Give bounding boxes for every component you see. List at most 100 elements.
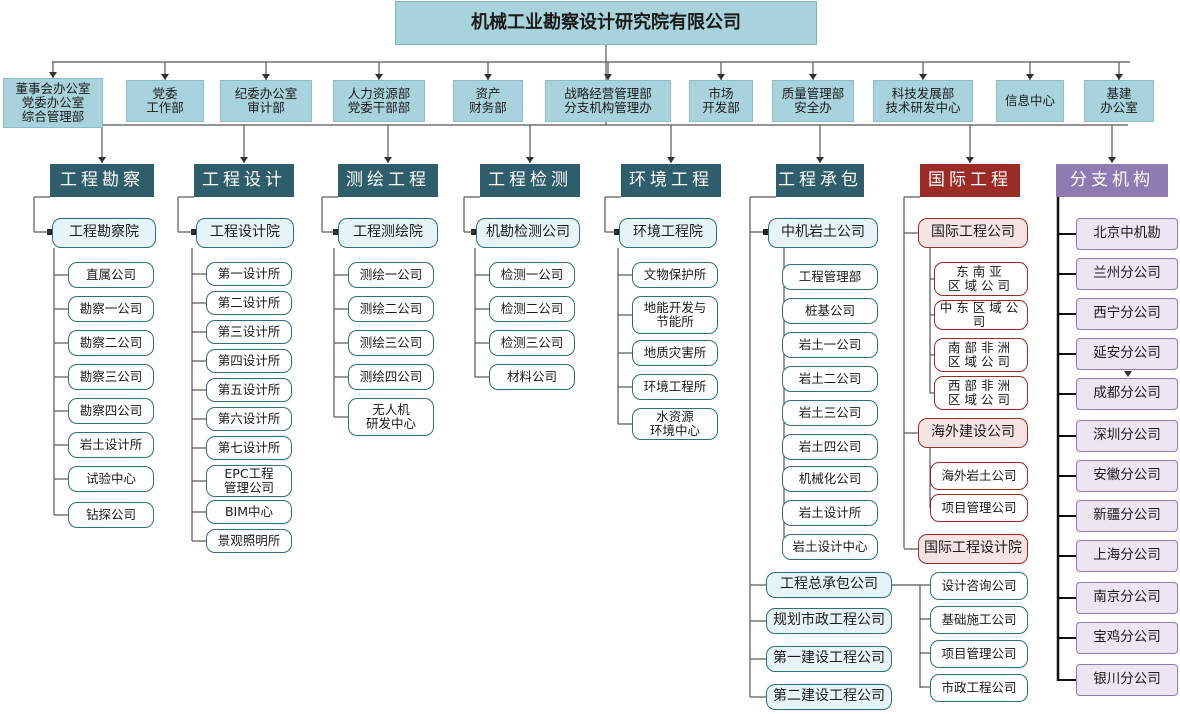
leaf-box: 测绘四公司 [348, 364, 434, 390]
leaf-box: 文物保护所 [632, 262, 718, 288]
division-arrow-icon [240, 157, 248, 163]
leaf-box: 试验中心 [68, 466, 154, 492]
unit-box: 工程总承包公司 [766, 572, 892, 598]
branch-box: 北京中机勘 [1076, 218, 1178, 250]
department-box: 纪委办公室 审计部 [220, 80, 312, 122]
leaf-box: 勘察二公司 [68, 330, 154, 356]
division-arrow-icon [526, 157, 534, 163]
department-box: 科技发展部 技术研发中心 [873, 80, 973, 122]
division-header: 国际工程 [920, 164, 1020, 197]
leaf-box: 第五设计所 [206, 378, 292, 402]
branch-box: 宝鸡分公司 [1076, 622, 1178, 654]
leaf-box: 第七设计所 [206, 436, 292, 460]
leaf-box: 地质灾害所 [632, 340, 718, 366]
leaf-box: 工程管理部 [782, 264, 878, 290]
branch-box: 西宁分公司 [1076, 298, 1178, 330]
leaf-box: EPC工程 管理公司 [206, 465, 292, 497]
leaf-box: 勘察四公司 [68, 398, 154, 424]
unit-box: 国际工程设计院 [918, 534, 1028, 564]
leaf-box: 第三设计所 [206, 320, 292, 344]
division-header: 工程勘察 [50, 164, 154, 197]
leaf-box: 岩土设计所 [782, 500, 878, 526]
division-header: 工程设计 [194, 164, 294, 197]
department-box: 信息中心 [996, 80, 1064, 122]
division-arrow-icon [98, 157, 106, 163]
leaf-box: 项目管理公司 [930, 640, 1028, 668]
leaf-box: 直属公司 [68, 262, 154, 288]
unit-box: 第一建设工程公司 [766, 646, 892, 672]
branch-box: 新疆分公司 [1076, 500, 1178, 532]
leaf-box: 项目管理公司 [930, 494, 1028, 522]
leaf-box: 岩土设计所 [68, 432, 154, 458]
branch-box: 上海分公司 [1076, 540, 1178, 572]
department-box: 董事会办公室 党委办公室 综合管理部 [3, 78, 103, 128]
branch-box: 延安分公司 [1076, 338, 1178, 370]
leaf-box: 第四设计所 [206, 349, 292, 373]
leaf-box: 钻探公司 [68, 502, 154, 528]
unit-box: 工程设计院 [196, 218, 294, 248]
department-box: 资产 财务部 [453, 80, 523, 122]
department-box: 党委 工作部 [126, 80, 204, 122]
leaf-box: 勘察一公司 [68, 296, 154, 322]
leaf-box: 西部非洲 区域公司 [934, 376, 1028, 410]
root-company-title: 机械工业勘察设计研究院有限公司 [395, 1, 817, 45]
unit-box: 中机岩土公司 [768, 218, 878, 248]
leaf-box: 检测三公司 [489, 330, 575, 356]
branch-box: 南京分公司 [1076, 582, 1178, 614]
leaf-box: 景观照明所 [206, 529, 292, 553]
leaf-box: 地能开发与 节能所 [632, 296, 718, 334]
leaf-box: 基础施工公司 [930, 606, 1028, 634]
department-box: 战略经营管理部 分支机构管理办 [545, 80, 671, 122]
leaf-box: 水资源 环境中心 [632, 408, 718, 440]
department-box: 质量管理部 安全办 [772, 80, 854, 122]
department-box: 人力资源部 党委干部部 [333, 80, 425, 122]
department-box: 市场 开发部 [689, 80, 753, 122]
division-header: 工程承包 [776, 164, 864, 197]
branch-box: 兰州分公司 [1076, 258, 1178, 290]
leaf-box: 无人机 研发中心 [348, 398, 434, 436]
leaf-box: 岩土一公司 [782, 332, 878, 358]
division-arrow-icon [384, 157, 392, 163]
leaf-box: 中东区域公司 [934, 300, 1028, 330]
leaf-box: 东南亚 区域公司 [934, 262, 1028, 296]
division-arrow-icon [816, 157, 824, 163]
division-header: 测绘工程 [338, 164, 438, 197]
unit-box: 工程勘察院 [52, 218, 156, 248]
leaf-box: 测绘三公司 [348, 330, 434, 356]
leaf-box: 岩土设计中心 [782, 534, 878, 560]
unit-box: 环境工程院 [619, 218, 717, 248]
leaf-box: 材料公司 [489, 364, 575, 390]
division-arrow-icon [667, 157, 675, 163]
unit-box: 第二建设工程公司 [766, 684, 892, 710]
leaf-box: 设计咨询公司 [930, 572, 1028, 600]
division-arrow-icon [1108, 157, 1116, 163]
leaf-box: 第六设计所 [206, 407, 292, 431]
unit-box: 国际工程公司 [918, 218, 1028, 248]
department-box: 基建 办公室 [1084, 80, 1154, 122]
branch-arrow-icon [1124, 371, 1132, 377]
leaf-box: 测绘一公司 [348, 262, 434, 288]
branch-box: 安徽分公司 [1076, 460, 1178, 492]
leaf-box: 第二设计所 [206, 291, 292, 315]
leaf-box: BIM中心 [206, 500, 292, 524]
leaf-box: 勘察三公司 [68, 364, 154, 390]
leaf-box: 岩土二公司 [782, 366, 878, 392]
leaf-box: 检测一公司 [489, 262, 575, 288]
unit-box: 规划市政工程公司 [766, 608, 892, 634]
leaf-box: 南部非洲 区域公司 [934, 338, 1028, 372]
division-arrow-icon [966, 157, 974, 163]
leaf-box: 桩基公司 [782, 298, 878, 324]
leaf-box: 市政工程公司 [930, 674, 1028, 702]
leaf-box: 机械化公司 [782, 466, 878, 492]
leaf-box: 测绘二公司 [348, 296, 434, 322]
unit-box: 机勘检测公司 [476, 218, 580, 248]
branch-box: 成都分公司 [1076, 378, 1178, 410]
unit-box: 工程测绘院 [338, 218, 438, 248]
division-header: 分支机构 [1056, 164, 1168, 197]
leaf-box: 环境工程所 [632, 374, 718, 400]
leaf-box: 岩土三公司 [782, 400, 878, 426]
branch-box: 银川分公司 [1076, 664, 1178, 696]
leaf-box: 海外岩土公司 [930, 462, 1028, 490]
leaf-box: 岩土四公司 [782, 434, 878, 460]
leaf-box: 检测二公司 [489, 296, 575, 322]
